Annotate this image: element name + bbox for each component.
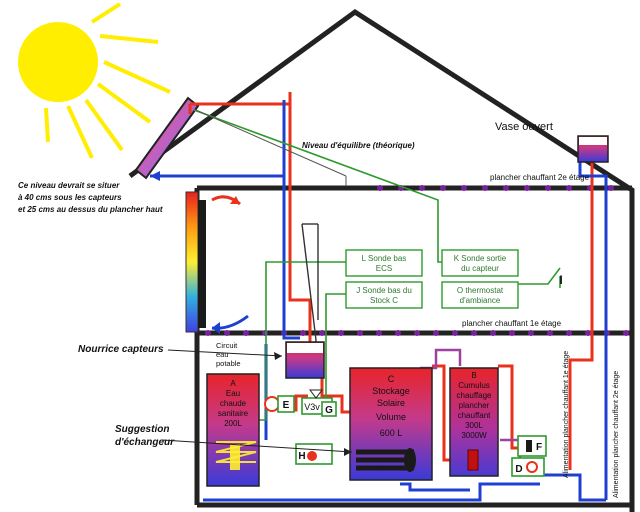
floor-heating-dot (338, 330, 344, 336)
floor-heating-dot (395, 330, 401, 336)
sensor-k-line2: du capteur (461, 264, 499, 273)
sensor-box-o (441, 281, 519, 309)
sensor-j-line2: Stock C (370, 296, 398, 305)
note-line-2: à 40 cms sous les capteurs (18, 193, 122, 202)
floor-heating-dot (566, 185, 572, 191)
tank-a-l2: chaude (220, 399, 247, 408)
tank-b-l6: 3000W (461, 431, 487, 440)
wall-collector (185, 191, 206, 333)
tank-a-ecs (206, 373, 260, 487)
sensor-box-k (441, 249, 519, 277)
floor-heating-dot (524, 185, 530, 191)
component-e: E (283, 400, 290, 411)
floor-heating-dot (547, 330, 553, 336)
floor-heating-dot (528, 330, 534, 336)
floor-heating-2e (377, 185, 614, 191)
floor-heating-dot (482, 185, 488, 191)
floor-heating-dot (509, 330, 515, 336)
floor-heating-dot (503, 185, 509, 191)
floor-heating-dot (319, 330, 325, 336)
tank-a-l3: sanitaire (218, 409, 249, 418)
equilibrium-line (195, 109, 347, 177)
tank-a-l1: Eau (226, 389, 240, 398)
sensor-o-line1: O thermostat (457, 286, 504, 295)
tank-b-l4: chauffant (458, 411, 492, 420)
tank-c-letter: C (388, 374, 395, 384)
solar-collector (134, 96, 200, 180)
box-f (517, 435, 547, 457)
floor-heating-dot (224, 330, 230, 336)
label-suggestion-1: Suggestion (115, 424, 169, 435)
sensor-box-j (345, 281, 423, 309)
tank-c-l3: Volume (376, 412, 406, 422)
label-plancher-1e: plancher chauffant 1e étage (462, 319, 562, 328)
floor-heating-dot (243, 330, 249, 336)
floor-heating-dot (608, 185, 614, 191)
floor-heating-dot (300, 330, 306, 336)
component-g: G (325, 405, 333, 416)
floor-heating-dot (623, 330, 629, 336)
tank-b-cumulus (449, 367, 499, 477)
component-h: H (298, 451, 305, 462)
floor-heating-dot (545, 185, 551, 191)
sensor-box-l (345, 249, 423, 277)
label-alim-1e: Alimentation plancher chauffant 1e étage (563, 351, 570, 478)
floor-heating-dot (452, 330, 458, 336)
tank-c-l4: 600 L (380, 428, 403, 438)
nourrice-tank (285, 341, 325, 379)
label-vase-ouvert: Vase ouvert (495, 121, 553, 133)
tank-a-letter: A (230, 379, 236, 388)
pump-e (264, 395, 295, 413)
sun-icon (18, 2, 171, 159)
component-f: F (536, 442, 542, 453)
floor-heating-dot (357, 330, 363, 336)
tank-a-l4: 200L (224, 419, 242, 428)
component-i: I (559, 273, 562, 287)
component-d: D (515, 464, 522, 475)
tank-b-letter: B (471, 371, 476, 380)
label-alim-2e: Alimentation plancher chauffant 2e étage (613, 371, 620, 498)
tank-c-l2: Solaire (377, 398, 405, 408)
note-line-3: et 25 cms au dessus du plancher haut (18, 205, 163, 214)
floor-heating-dot (377, 185, 383, 191)
tank-b-l1: Cumulus (458, 381, 490, 390)
expansion-vessel (577, 135, 609, 163)
label-plancher-2e: plancher chauffant 2e étage (490, 173, 590, 182)
component-v3v: V3v (304, 402, 320, 412)
box-g (321, 401, 337, 417)
sensor-l-line2: ECS (376, 264, 392, 273)
floor-heating-dot (471, 330, 477, 336)
label-suggestion-2: d'échangeur (115, 437, 175, 448)
label-equilibrium: Niveau d'équilibre (théorique) (302, 141, 415, 150)
label-circuit-2: eau (216, 350, 229, 359)
floor-heating-dot (414, 330, 420, 336)
floor-heating-dot (376, 330, 382, 336)
sensor-l-line1: L Sonde bas (362, 254, 407, 263)
label-circuit-1: Circuit (216, 341, 238, 350)
sensor-j-line1: J Sonde bas du (356, 286, 412, 295)
label-nourrice: Nourrice capteurs (78, 344, 164, 355)
floor-heating-dot (461, 185, 467, 191)
floor-heating-dot (433, 330, 439, 336)
sensor-k-line1: K Sonde sortie (454, 254, 507, 263)
sensor-o-line2: d'ambiance (460, 296, 501, 305)
floor-heating-dot (440, 185, 446, 191)
box-d (511, 457, 545, 477)
floor-heating-dot (490, 330, 496, 336)
label-circuit-3: potable (216, 359, 241, 368)
tank-c-l1: Stockage (372, 386, 410, 396)
tank-c-solar-storage (349, 367, 433, 481)
tank-b-l3: plancher (459, 401, 490, 410)
tank-b-l5: 300L (465, 421, 483, 430)
floor-heating-dot (566, 330, 572, 336)
floor-heating-dot (262, 330, 268, 336)
floor-heating-dot (419, 185, 425, 191)
note-line-1: Ce niveau devrait se situer (18, 181, 120, 190)
floor-heating-dot (205, 330, 211, 336)
tank-b-l2: chauffage (457, 391, 493, 400)
floor-heating-dot (585, 330, 591, 336)
